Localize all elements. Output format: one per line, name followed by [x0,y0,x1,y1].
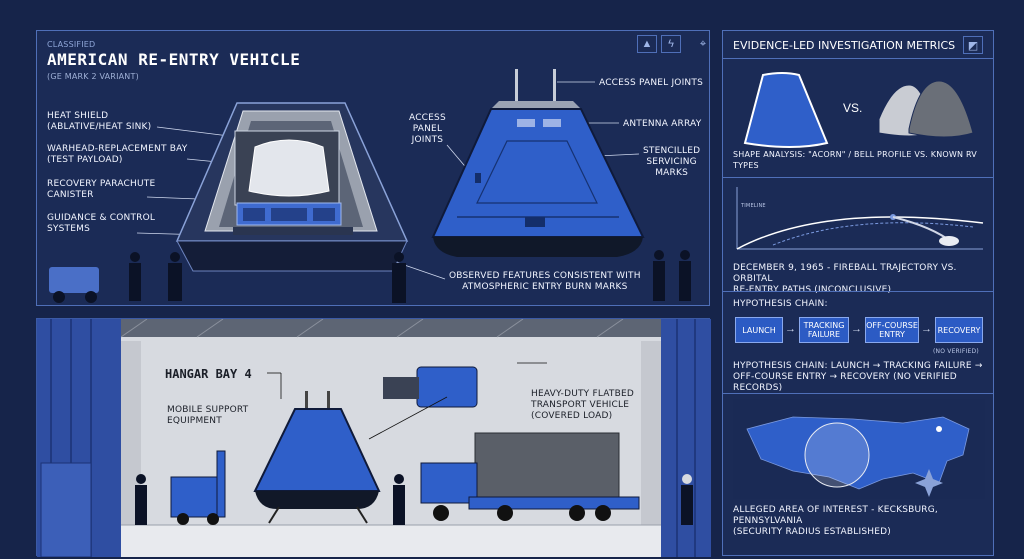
chain-arrow-2: → [851,323,862,335]
exterior-capsule [431,69,645,257]
trajectory-tag: TIMELINE [741,203,766,209]
vs-label: VS. [843,101,863,115]
crosshair-icon[interactable]: ⌖ [699,37,707,50]
warhead-bay-label: WARHEAD-REPLACEMENT BAY(TEST PAYLOAD) [47,144,188,165]
chain-step-launch[interactable]: LAUNCH [735,317,783,343]
chain-arrow-1: → [785,323,796,335]
hypothesis-header: HYPOTHESIS CHAIN: [733,299,828,309]
hangar-illustration [37,319,711,557]
reentry-vehicle-panel: CLASSIFIED AMERICAN RE-ENTRY VEHICLE (GE… [36,30,710,306]
expand-icon[interactable]: ◩ [963,36,983,54]
chain-step-recovery[interactable]: RECOVERY [935,317,983,343]
trajectory-caption: DECEMBER 9, 1965 - FIREBALL TRAJECTORY v… [733,263,957,295]
metrics-header-bar [723,31,993,59]
antenna-array-label: ANTENNA ARRAY [623,119,702,129]
lightning-icon[interactable]: ϟ [661,35,681,53]
map-caption: ALLEGED AREA OF INTEREST - KECKSBURG, PE… [733,505,938,537]
us-map [733,399,985,499]
chain-arrow-3: → [921,323,932,335]
shape-comparison [743,72,974,148]
access-panel-joints-label: ACCESS PANEL JOINTS [599,78,703,88]
triangle-badge-icon[interactable]: ▲ [637,35,657,53]
vehicle-illustrations [49,69,691,303]
hangar-bay-label: HANGAR BAY 4 [165,367,252,381]
page-subtitle: (GE MARK 2 VARIANT) [47,72,139,81]
heat-shield-label: HEAT SHIELD(ABLATIVE/HEAT SINK) [47,111,152,132]
hypothesis-summary: HYPOTHESIS CHAIN: LAUNCH → TRACKING FAIL… [733,361,983,393]
cutaway-capsule [175,102,409,272]
personnel-silhouettes [49,250,691,303]
page-title: AMERICAN RE-ENTRY VEHICLE [47,50,301,69]
shape-caption: SHAPE ANALYSIS: "ACORN" / BELL PROFILE v… [733,150,977,170]
no-verified-note: (NO VERIFIED) [933,348,979,355]
classification-label: CLASSIFIED [47,40,96,49]
metrics-header: EVIDENCE-LED INVESTIGATION METRICS [733,39,956,52]
investigation-metrics-panel: EVIDENCE-LED INVESTIGATION METRICS ◩ VS.… [722,30,994,556]
trajectory-plot [736,187,984,250]
